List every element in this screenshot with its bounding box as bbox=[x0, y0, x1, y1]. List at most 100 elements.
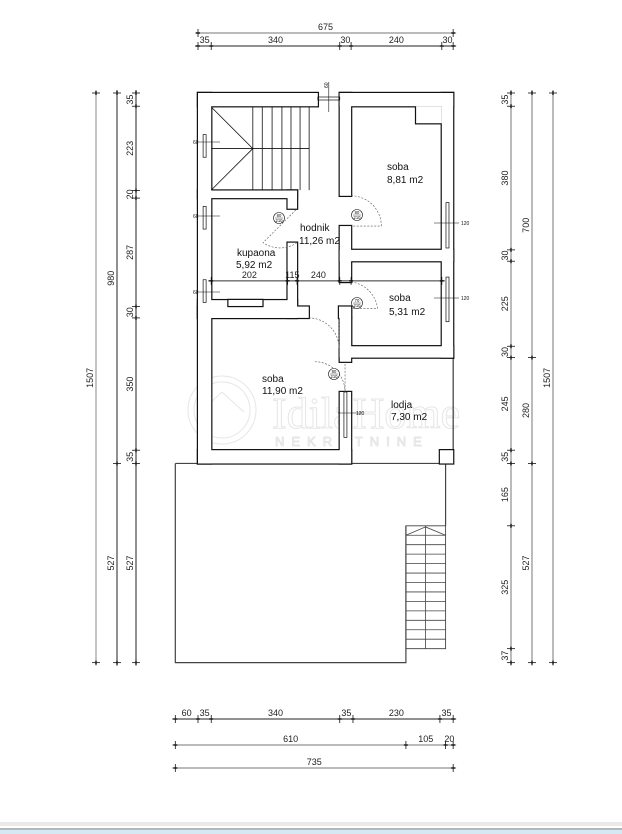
dimension-label: 340 bbox=[268, 35, 283, 45]
door-height: 210 bbox=[331, 374, 339, 379]
dimension-label: 35 bbox=[442, 708, 452, 718]
wall bbox=[339, 317, 352, 362]
dimension-label: 735 bbox=[307, 757, 322, 767]
dimension-label: 225 bbox=[500, 296, 510, 311]
dimension-label: 1507 bbox=[85, 368, 95, 388]
dimension-label: 700 bbox=[521, 218, 531, 233]
dimension-label: 30 bbox=[125, 307, 135, 317]
dimension-label: 35 bbox=[125, 452, 135, 462]
wall bbox=[198, 190, 298, 199]
room-name-soba-1: soba bbox=[387, 162, 409, 173]
wall bbox=[416, 106, 442, 124]
dimension-label: 527 bbox=[106, 556, 116, 571]
stair-landing bbox=[210, 106, 254, 191]
dimension-label: 30 bbox=[500, 347, 510, 357]
footer-divider bbox=[0, 822, 622, 826]
dimension-label: 35 bbox=[200, 708, 210, 718]
wall bbox=[198, 93, 318, 107]
dimension-label: 35 bbox=[500, 95, 510, 105]
dimension-label: 675 bbox=[318, 22, 333, 32]
footer-bar bbox=[0, 830, 622, 834]
dimension-label: 610 bbox=[283, 734, 298, 744]
stair-arrow bbox=[405, 526, 446, 536]
dimension-label: 30 bbox=[340, 35, 350, 45]
wall bbox=[287, 190, 298, 209]
door-width: 70 bbox=[355, 298, 360, 303]
window bbox=[442, 202, 453, 248]
yard-terrace bbox=[174, 462, 454, 664]
wall bbox=[338, 306, 352, 318]
room-name-soba-2: soba bbox=[389, 293, 411, 304]
wall bbox=[287, 242, 298, 318]
dimension-label: 60 bbox=[182, 708, 192, 718]
window-glass bbox=[445, 202, 450, 249]
room-area-lodja: 7,30 m2 bbox=[391, 412, 428, 423]
window-label: 120 bbox=[461, 296, 470, 302]
dimension-label: 527 bbox=[521, 556, 531, 571]
window-label: 120 bbox=[356, 411, 365, 417]
dimension-label: 350 bbox=[125, 377, 135, 392]
dimension-lines: 675 35 340 30 240 30 60 35 340 35 230 35 610 105 20 735… bbox=[85, 22, 557, 772]
wall-niche bbox=[227, 298, 264, 308]
dimension-label: 30 bbox=[500, 251, 510, 261]
room-area-kupaona: 5,92 m2 bbox=[236, 260, 273, 271]
dimension-label: 35 bbox=[341, 708, 351, 718]
window-glass bbox=[202, 279, 207, 303]
room-name-soba-3: soba bbox=[262, 374, 284, 385]
dimension-label: 202 bbox=[242, 270, 257, 280]
room-labels: soba 8,81 m2 hodnik 11,26 m2 kupaona 5,9… bbox=[236, 162, 428, 423]
window bbox=[199, 134, 211, 158]
wall bbox=[198, 306, 309, 318]
door-swing bbox=[262, 208, 298, 249]
door-swing bbox=[351, 281, 378, 309]
wall bbox=[339, 346, 454, 358]
dimension-label: 380 bbox=[500, 171, 510, 186]
window-label: 120 bbox=[461, 221, 470, 227]
dimension-label: 30 bbox=[442, 35, 452, 45]
door-swing bbox=[351, 195, 382, 227]
wall bbox=[339, 249, 454, 262]
wall bbox=[198, 450, 352, 464]
watermark-brand: IdilaHome bbox=[272, 389, 460, 438]
window-glass bbox=[343, 391, 348, 438]
dimension-label: 105 bbox=[418, 734, 433, 744]
dimension-label: 165 bbox=[500, 487, 510, 502]
dimension-label: 20 bbox=[444, 734, 454, 744]
room-name-kupaona: kupaona bbox=[237, 248, 276, 259]
door-swing bbox=[308, 317, 340, 349]
yard-outline bbox=[174, 462, 454, 664]
window-label: 60 bbox=[193, 140, 199, 146]
dimension-label: 223 bbox=[125, 141, 135, 156]
window-glass bbox=[445, 276, 450, 323]
window-glass bbox=[202, 206, 207, 230]
dimension-label: 115 bbox=[285, 270, 299, 280]
dimension-label: 37 bbox=[500, 651, 510, 661]
door-width: 80 bbox=[277, 213, 282, 218]
wall bbox=[339, 93, 454, 107]
watermark-logo: IdilaHome NEKRETNINE bbox=[187, 375, 461, 450]
room-area-soba-2: 5,31 m2 bbox=[389, 307, 426, 318]
dimension-label: 325 bbox=[500, 580, 510, 595]
window-label: 60 bbox=[193, 290, 199, 296]
wall bbox=[198, 93, 212, 464]
window bbox=[340, 391, 351, 438]
dimension-label: 1507 bbox=[542, 368, 552, 388]
room-area-soba-1: 8,81 m2 bbox=[387, 175, 424, 186]
door-height: 210 bbox=[354, 215, 362, 220]
door-height: 210 bbox=[354, 303, 362, 308]
dimension-label: 287 bbox=[125, 245, 135, 260]
dimension-label: 35 bbox=[500, 452, 510, 462]
dimension-label: 230 bbox=[389, 708, 404, 718]
wall bbox=[339, 93, 352, 196]
room-area-soba-3: 11,90 m2 bbox=[262, 386, 303, 397]
room-name-hodnik: hodnik bbox=[300, 223, 330, 234]
window bbox=[442, 277, 453, 322]
door-width: 80 bbox=[355, 210, 360, 215]
dimension-label: 340 bbox=[268, 708, 283, 718]
dimension-label: 240 bbox=[389, 35, 404, 45]
room-name-lodja: lodja bbox=[391, 400, 413, 411]
window-label: 60 bbox=[324, 82, 330, 88]
door-width: 80 bbox=[332, 369, 337, 374]
